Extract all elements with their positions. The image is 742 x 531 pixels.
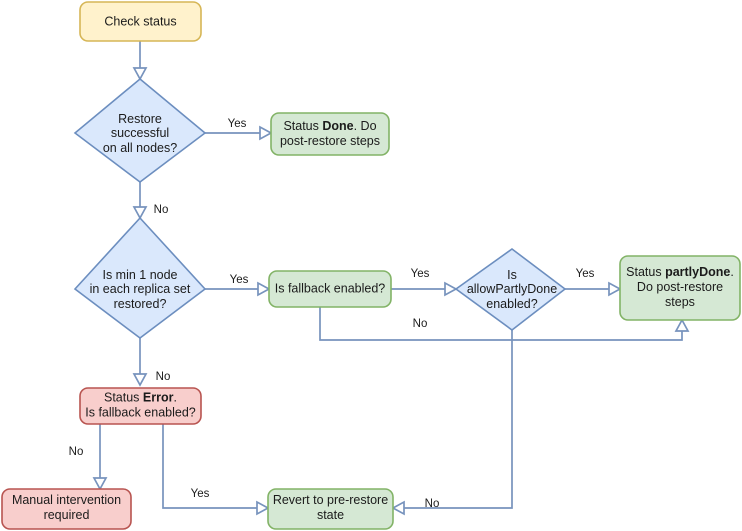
edge-check-status-to-restore-successful — [132, 41, 148, 81]
allow-partly-done-label-line3: enabled? — [486, 297, 537, 311]
manual-intervention-label-line1: Manual intervention — [12, 493, 121, 507]
edge-restore-successful-yes: Yes — [205, 118, 273, 141]
edge-status-error-no: No — [69, 424, 108, 491]
edge-label-fallback-no: No — [413, 318, 428, 330]
restore-successful-label-line2: successful — [111, 126, 169, 140]
node-restore-successful[interactable]: Restore successful on all nodes? — [73, 77, 207, 184]
status-error-shape[interactable] — [79, 387, 202, 425]
status-done-label-line1: Status Done. Do — [283, 119, 376, 133]
check-status-label: Check status — [104, 15, 176, 29]
node-status-done[interactable]: Status Done. Do post-restore steps — [270, 112, 390, 156]
restore-successful-shape[interactable] — [73, 77, 207, 184]
status-error-label-line2: Is fallback enabled? — [85, 406, 196, 420]
edge-label-restore-yes: Yes — [228, 118, 247, 130]
status-done-shape[interactable] — [270, 112, 390, 156]
manual-intervention-label-line2: required — [44, 508, 90, 522]
node-is-fallback-enabled[interactable]: Is fallback enabled? — [268, 270, 392, 308]
restore-successful-label-line3: on all nodes? — [103, 141, 177, 155]
edge-label-error-no: No — [69, 446, 84, 458]
status-error-label-line1: Status Error. — [104, 391, 177, 405]
allow-partly-done-label-line1: Is — [507, 268, 517, 282]
min-one-node-shape[interactable] — [73, 216, 207, 340]
status-partly-done-label-line1: Status partlyDone. — [626, 265, 734, 279]
edge-label-error-yes: Yes — [191, 488, 210, 500]
min-one-node-label-line2: in each replica set — [90, 282, 191, 296]
allow-partly-done-label-line2: allowPartlyDone — [467, 282, 557, 296]
edge-allow-partly-done-yes: Yes — [565, 268, 622, 297]
is-fallback-enabled-label: Is fallback enabled? — [275, 282, 386, 296]
edge-min-one-node-no: No — [132, 338, 171, 387]
edge-status-error-yes: Yes — [162, 424, 270, 516]
status-partly-done-label-line2: Do post-restore — [637, 280, 723, 294]
revert-to-pre-restore-shape[interactable] — [267, 488, 394, 530]
status-partly-done-label-line3: steps — [665, 295, 695, 309]
manual-intervention-shape[interactable] — [1, 488, 132, 530]
edge-min-one-node-yes: Yes — [205, 274, 271, 297]
is-fallback-enabled-shape[interactable] — [268, 270, 392, 308]
edge-restore-successful-no: No — [132, 182, 169, 220]
node-min-one-node[interactable]: Is min 1 node in each replica set restor… — [73, 216, 207, 340]
edge-is-fallback-enabled-yes: Yes — [391, 268, 458, 297]
check-status-shape[interactable] — [79, 1, 202, 42]
min-one-node-label-line1: Is min 1 node — [102, 268, 177, 282]
edge-label-minnode-yes: Yes — [230, 274, 249, 286]
node-revert-to-pre-restore[interactable]: Revert to pre-restore state — [267, 488, 394, 530]
edge-label-partly-yes: Yes — [576, 268, 595, 280]
node-status-partly-done[interactable]: Status partlyDone. Do post-restore steps — [619, 255, 741, 321]
allow-partly-done-shape[interactable] — [454, 248, 567, 332]
edge-is-fallback-enabled-no: No — [319, 307, 690, 341]
node-manual-intervention[interactable]: Manual intervention required — [1, 488, 132, 530]
restore-successful-label-line1: Restore — [118, 112, 162, 126]
node-allow-partly-done[interactable]: Is allowPartlyDone enabled? — [454, 248, 567, 332]
node-status-error[interactable]: Status Error. Is fallback enabled? — [79, 387, 202, 425]
edge-label-partly-no: No — [425, 498, 440, 510]
min-one-node-label-line3: restored? — [114, 297, 167, 311]
edge-label-fallback-yes: Yes — [411, 268, 430, 280]
status-done-label-line2: post-restore steps — [280, 134, 380, 148]
edge-label-minnode-no: No — [156, 371, 171, 383]
edge-allow-partly-done-no: No — [391, 330, 513, 516]
node-check-status[interactable]: Check status — [79, 1, 202, 42]
revert-to-pre-restore-label-line2: state — [317, 508, 344, 522]
edge-label-restore-no: No — [154, 204, 169, 216]
revert-to-pre-restore-label-line1: Revert to pre-restore — [273, 493, 388, 507]
status-partly-done-shape[interactable] — [619, 255, 741, 321]
